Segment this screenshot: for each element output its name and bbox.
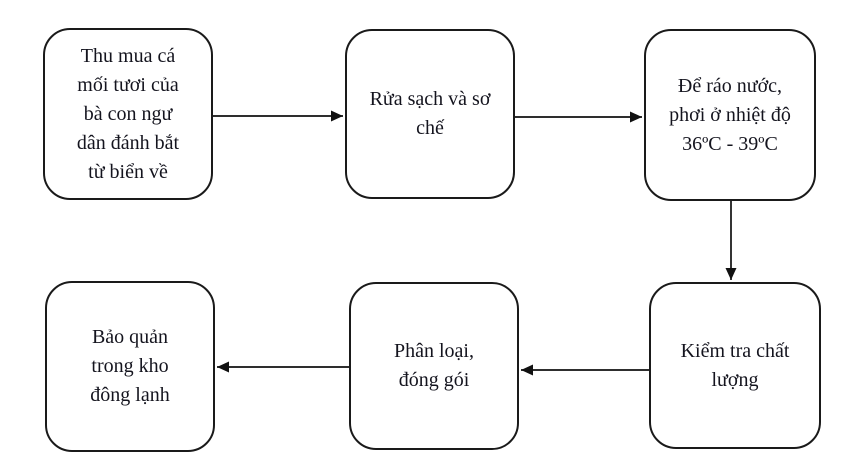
flow-node-label: Phân loại, đóng gói — [394, 340, 474, 391]
flow-node-de-rao-phoi: Để ráo nước, phơi ở nhiệt độ 36ºC - 39ºC — [644, 29, 816, 201]
flow-node-label: Thu mua cá mối tươi của bà con ngư dân đ… — [76, 44, 180, 183]
flow-node-label: Rửa sạch và sơ chế — [369, 88, 491, 139]
flow-node-kiem-tra: Kiểm tra chất lượng — [649, 282, 821, 449]
flow-node-label: Kiểm tra chất lượng — [680, 339, 790, 391]
flow-node-rua-sach: Rửa sạch và sơ chế — [345, 29, 515, 199]
flow-node-label: Bảo quản trong kho đông lạnh — [90, 326, 170, 406]
flow-node-bao-quan: Bảo quản trong kho đông lạnh — [45, 281, 215, 452]
flow-node-phan-loai: Phân loại, đóng gói — [349, 282, 519, 450]
flow-node-thu-mua-ca: Thu mua cá mối tươi của bà con ngư dân đ… — [43, 28, 213, 200]
flow-node-label: Để ráo nước, phơi ở nhiệt độ 36ºC - 39ºC — [669, 74, 791, 155]
